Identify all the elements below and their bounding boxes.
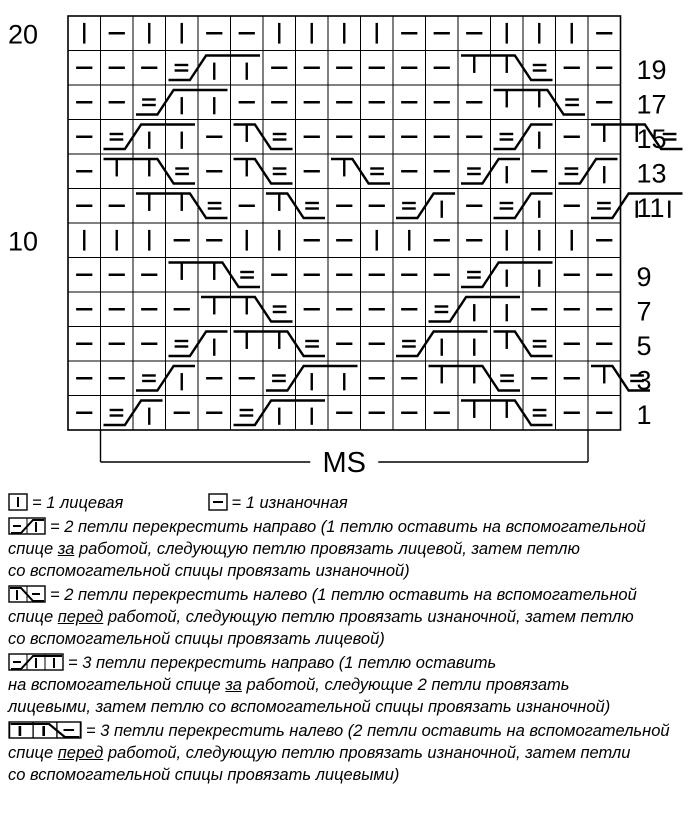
right-row-label: 3 [637,365,652,395]
cross-left-line [233,330,325,358]
legend-c3l-line3: со вспомогательной спицы провязать лицев… [8,766,400,784]
cross-3-right-symbol-icon [8,653,64,671]
right-row-label: 11 [637,193,665,223]
left-row-label: 20 [8,19,38,49]
cross-left-line [331,157,390,185]
right-row-label: 1 [637,400,652,430]
left-row-label: 10 [8,226,38,256]
cross-right-line [396,192,455,220]
cross-2-right-symbol-icon [8,517,46,535]
cross-left-line [266,192,325,220]
cross-left-line [493,330,553,358]
cross-left-line [168,261,260,289]
right-row-label: 17 [637,89,667,119]
purl-symbol-icon [207,493,228,511]
cross-3-left-symbol-icon [8,721,82,739]
c2l-text-2a: спице [8,608,58,626]
legend-c3r-line3: лицевыми, затем петлю со вспомогательной… [8,698,611,716]
cross-right-line [168,54,260,82]
right-row-label: 7 [637,296,652,326]
c3r-description-1: = 3 петли перекрестить направо (1 петлю … [68,654,497,672]
c3l-description-1: = 3 петли перекрестить налево (2 петли о… [86,722,670,740]
cross-left-line [233,123,293,151]
cross-left-line [136,192,228,220]
cross-left-line [201,295,293,323]
cross-right-line [558,157,618,185]
cross-right-line [136,364,195,392]
c3l-text-2a: спице [8,744,58,762]
knit-symbol-icon [8,493,28,511]
legend-c2r-line1: = 2 петли перекрестить направо (1 петлю … [8,516,692,538]
cross-left-line [591,364,650,392]
c3l-text-2b: работой, следующую петлю провязать изнан… [103,744,631,762]
c2l-description-1: = 2 петли перекрестить налево (1 петлю о… [50,586,637,604]
legend-c2l-line1: = 2 петли перекрестить налево (1 петлю о… [8,584,692,606]
cross-left-line [591,123,683,151]
right-row-label: 13 [637,158,667,188]
right-row-label: 5 [637,331,652,361]
cross-right-line [428,295,520,323]
legend-c2r-line2: спице за работой, следующую петлю провяз… [8,538,692,560]
purl-description: = 1 изнаночная [231,494,348,512]
knitting-chart: 20 10 19 17 15 13 11 9 7 5 3 1MS [8,15,683,479]
cross-left-line [461,54,553,82]
legend-c3l-line2: спице перед работой, следующую петлю про… [8,742,692,764]
c3r-text-2a: на вспомогательной спице [8,676,226,694]
cross-right-line [461,157,520,185]
cross-right-line [168,330,228,358]
c3r-text-2u: за [225,676,242,694]
legend-c3r-line2: на вспомогательной спице за работой, сле… [8,674,692,696]
cross-right-line [136,88,228,116]
cross-right-line [493,192,553,220]
cross-right-line [591,192,683,220]
legend-c2l-line2: спице перед работой, следующую петлю про… [8,606,692,628]
cross-right-line [266,364,358,392]
ms-label: MS [323,447,367,479]
c2r-text-2b: работой, следующую петлю провязать лицев… [74,540,580,558]
legend: = 1 лицевая = 1 изнаночная = 2 петли пер… [8,492,692,786]
c3r-text-2b: работой, следующие 2 петли провязать [241,676,570,694]
cross-left-line [233,157,293,185]
right-row-label: 19 [637,55,667,85]
cross-left-line [493,88,585,116]
cross-left-line [428,364,520,392]
legend-knit-purl-row: = 1 лицевая = 1 изнаночная [8,492,692,514]
cross-left-line [103,157,195,185]
c2l-text-2u: перед [57,608,104,626]
cross-left-line [461,399,553,427]
cross-2-left-symbol-icon [8,585,46,603]
cross-right-line [233,399,325,427]
right-row-label: 9 [637,262,652,292]
c2r-text-2u: за [57,540,75,558]
cross-right-line [103,123,195,151]
cross-right-line [103,399,163,427]
cross-right-line [396,330,488,358]
legend-c3l-line1: = 3 петли перекрестить налево (2 петли о… [8,720,692,742]
c3l-text-2u: перед [57,744,104,762]
c2r-text-2a: спице [8,540,58,558]
right-row-label: 15 [637,124,667,154]
cross-right-line [461,261,553,289]
c2r-description-1: = 2 петли перекрестить направо (1 петлю … [50,518,646,536]
legend-c2l-line3: со вспомогательной спицы провязать лицев… [8,630,385,648]
legend-c2r-line3: со вспомогательной спицы провязать изнан… [8,562,410,580]
legend-c3r-line1: = 3 петли перекрестить направо (1 петлю … [8,652,692,674]
knit-description: = 1 лицевая [32,494,124,512]
c2l-text-2b: работой, следующую петлю провязать изнан… [103,608,634,626]
cross-right-line [493,123,553,151]
